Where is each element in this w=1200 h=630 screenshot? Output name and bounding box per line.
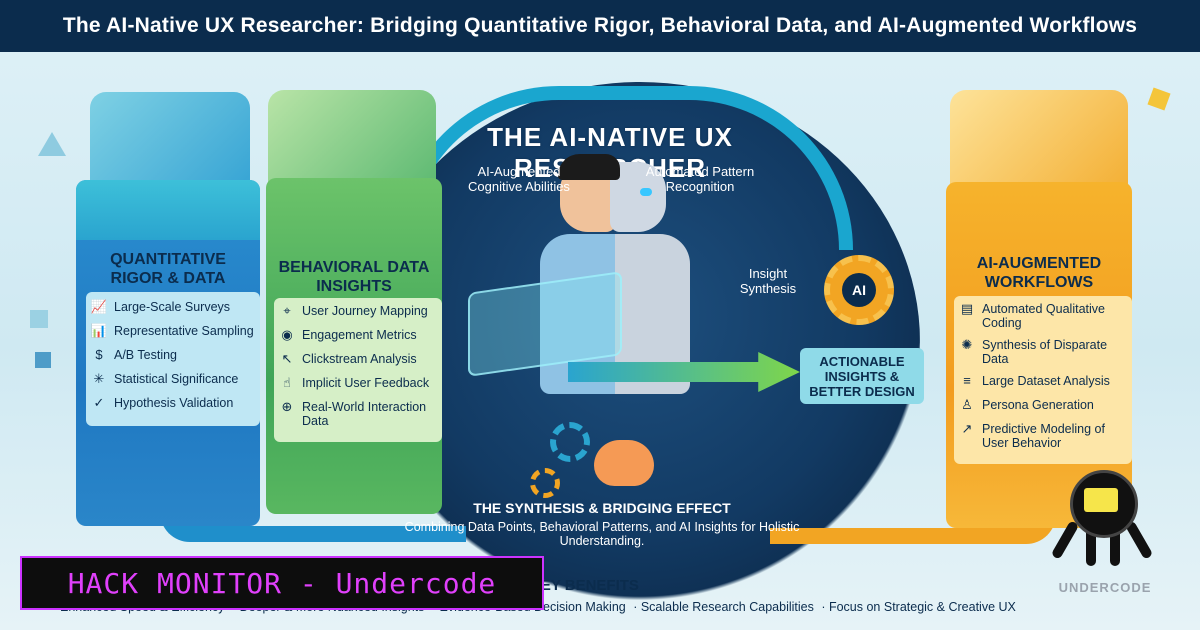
eye-icon: ◉: [281, 327, 293, 342]
dollar-chart-icon: $: [95, 347, 103, 362]
gear-icon: [550, 422, 590, 462]
benefit-item: Scalable Research Capabilities: [640, 600, 814, 614]
list-item: ≡ Large Dataset Analysis: [958, 374, 1128, 390]
list-item: ↖ Clickstream Analysis: [278, 352, 438, 368]
list-item: ☝ Implicit User Feedback: [278, 376, 438, 392]
label-insight: Insight Synthesis: [739, 266, 797, 296]
behavior-column: BEHAVIORAL DATA INSIGHTS ⌖ User Journey M…: [266, 178, 442, 514]
globe-icon: ⊕: [281, 399, 293, 414]
brand-logo-text: UNDERCODE: [1058, 580, 1152, 595]
list-item-label: Representative Sampling: [114, 324, 254, 338]
ai-gear-label: AI: [842, 273, 876, 307]
hair: [558, 154, 620, 180]
cursor-icon: ↖: [281, 351, 293, 366]
quant-title: QUANTITATIVE RIGOR & DATA: [110, 251, 226, 287]
gear-icon: [530, 468, 560, 498]
person-icon: ♙: [961, 397, 973, 412]
synthesis-subtitle: Combining Data Points, Behavioral Patter…: [404, 520, 800, 548]
list-item-label: User Journey Mapping: [302, 304, 428, 318]
spark-icon: ✺: [961, 337, 973, 352]
robot-eye-icon: [640, 188, 652, 196]
list-item: 📊 Representative Sampling: [90, 324, 256, 340]
list-item-label: Implicit User Feedback: [302, 376, 430, 390]
benefits-title: KEY BENEFITS: [530, 577, 639, 594]
brain-icon: [594, 440, 654, 486]
list-item: ▤ Automated Qualitative Coding: [958, 301, 1128, 331]
list-item-label: Statistical Significance: [114, 372, 239, 386]
list-item-label: Hypothesis Validation: [114, 396, 234, 410]
label-pattern: Automated Pattern Recognition: [645, 164, 755, 194]
decor-triangle: [38, 132, 66, 156]
decor-square: [30, 310, 48, 328]
list-item-label: Clickstream Analysis: [302, 352, 417, 366]
list-item: ✳ Statistical Significance: [90, 372, 256, 388]
behavior-list: ⌖ User Journey Mapping ◉ Engagement Metric…: [274, 298, 442, 442]
list-item-label: A/B Testing: [114, 348, 178, 362]
octopus-logo-icon: [1040, 470, 1160, 566]
check-icon: ✓: [93, 395, 105, 410]
hack-monitor-watermark: HACK MONITOR - Undercode: [20, 556, 544, 610]
list-item: ✺ Synthesis of Disparate Data: [958, 337, 1128, 367]
benefit-item: Focus on Strategic & Creative UX: [828, 600, 1016, 614]
quant-column: QUANTITATIVE RIGOR & DATA 📈 Large-Scale S…: [76, 180, 260, 526]
list-item: ✓ Hypothesis Validation: [90, 396, 256, 412]
ai-gear-icon: AI: [824, 255, 894, 325]
quant-list: 📈 Large-Scale Surveys 📊 Representative Sam…: [86, 292, 260, 426]
infographic: THE AI-NATIVE UX RESEARCHER AI-Augmented…: [0, 52, 1200, 630]
burst-icon: ✳: [93, 371, 105, 386]
page-title: The AI-Native UX Researcher: Bridging Qu…: [0, 0, 1200, 52]
list-item-label: Real-World Interaction Data: [302, 400, 427, 428]
list-item-label: Persona Generation: [982, 398, 1094, 412]
list-item-label: Large Dataset Analysis: [982, 374, 1110, 388]
list-item-label: Large-Scale Surveys: [114, 300, 231, 314]
behavior-title: BEHAVIORAL DATA INSIGHTS: [278, 259, 430, 295]
list-item: 📈 Large-Scale Surveys: [90, 300, 256, 316]
list-item-label: Engagement Metrics: [302, 328, 417, 342]
chart-icon: 📈: [90, 299, 108, 314]
synthesis-title: THE SYNTHESIS & BRIDGING EFFECT: [473, 500, 731, 516]
list-item: ◉ Engagement Metrics: [278, 328, 438, 344]
decor-diamond: [1147, 87, 1171, 111]
list-item: ⌖ User Journey Mapping: [278, 304, 438, 320]
list-item: ⊕ Real-World Interaction Data: [278, 399, 438, 429]
synthesis-panel: THE SYNTHESIS & BRIDGING EFFECT Combinin…: [392, 500, 812, 548]
quant-column-cap: [76, 180, 260, 240]
pin-icon: ⌖: [283, 303, 291, 318]
list-item: ♙ Persona Generation: [958, 398, 1128, 414]
list-item: $ A/B Testing: [90, 348, 256, 364]
list-item: ↗ Predictive Modeling of User Behavior: [958, 421, 1128, 451]
outcome-box: ACTIONABLE INSIGHTS & BETTER DESIGN: [800, 348, 924, 404]
database-icon: ≡: [963, 373, 971, 388]
ai-list: ▤ Automated Qualitative Coding ✺ Synthesis…: [954, 296, 1132, 464]
document-icon: ▤: [960, 301, 974, 316]
hand-icon: ☝: [283, 375, 291, 390]
ai-title: AI-AUGMENTED WORKFLOWS: [976, 255, 1102, 291]
list-item-label: Predictive Modeling of User Behavior: [982, 422, 1105, 450]
decor-square: [35, 352, 51, 368]
list-item-label: Automated Qualitative Coding: [982, 302, 1105, 330]
trend-icon: ↗: [961, 421, 973, 436]
bar-icon: 📊: [90, 323, 108, 338]
list-item-label: Synthesis of Disparate Data: [982, 338, 1108, 366]
label-cognitive: AI-Augmented Cognitive Abilities: [468, 164, 570, 194]
